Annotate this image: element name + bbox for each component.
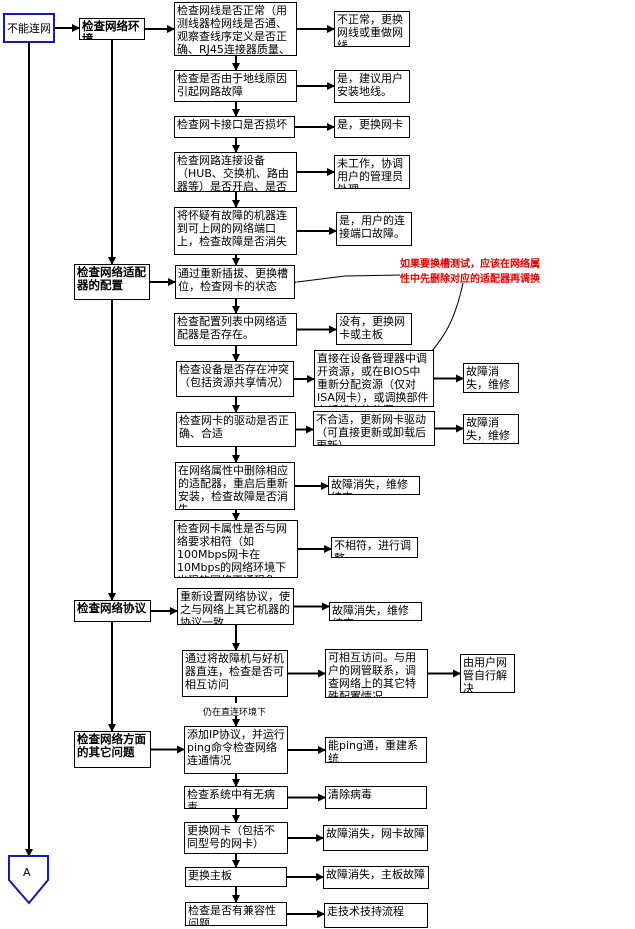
note-curve <box>431 282 464 352</box>
o5-box: 检查是否有兼容性问题 <box>185 902 287 926</box>
env-box: 检查网络环境 <box>79 18 145 40</box>
a4-box: 检查网卡的驱动是否正确、合适 <box>176 412 296 447</box>
c5-box: 将怀疑有故障的机器连到可上网的网络端口上，检查故障是否消失 <box>174 207 297 255</box>
note-pointer <box>289 274 401 286</box>
ar4-box: 不合适，更新网卡驱动（可直接更新或卸载后更新） <box>313 411 435 446</box>
start-box: 不能连网 <box>3 13 55 43</box>
adapter-box: 检查网络适配器的配置 <box>74 264 150 300</box>
r3-box: 是，更换网卡 <box>334 116 410 138</box>
r5-box: 是，用户的连接端口故障。 <box>336 212 412 246</box>
note-line-2: 性中先删除对应的适配器再调换 <box>400 274 540 285</box>
other-box: 检查网络方面的其它问题 <box>74 731 151 768</box>
or1-box: 能ping通，重建系统 <box>325 737 427 763</box>
or5-box: 走技术技持流程 <box>324 903 428 928</box>
end-connector-a <box>8 855 49 905</box>
ar2-box: 没有，更换网卡或主板 <box>336 313 412 345</box>
o4-box: 更换主板 <box>185 867 287 887</box>
pr1-box: 故障消失，维修结束 <box>329 602 422 621</box>
p2-box: 通过将故障机与好机器直连，检查是否可相互访问 <box>182 650 288 697</box>
condition-label: 仍在直连环境下 <box>203 708 267 718</box>
c2-box: 检查是否由于地线原因引起网路故障 <box>174 70 297 102</box>
ar4b-box: 故障消失，维修结束 <box>463 414 519 444</box>
note-annotation: 如果要换槽测试，应该在网络属 性中先删除对应的适配器再调换 <box>400 257 540 287</box>
pr2-box: 可相互访问。与用户的网管联系，调查网络上的其它特殊配置情况 <box>325 649 428 698</box>
a2-box: 检查配置列表中网络适配器是否存在。 <box>174 313 297 346</box>
end-connector-label: A <box>23 866 31 879</box>
or2-box: 清除病毒 <box>325 786 427 809</box>
protocol-box: 检查网络协议 <box>74 600 151 622</box>
r2-box: 是，建议用户安装地线。 <box>334 70 410 103</box>
note-line-1: 如果要换槽测试，应该在网络属 <box>400 259 540 270</box>
ar6-box: 不相符，进行调整 <box>331 537 418 558</box>
pr2b-box: 由用户网管自行解决 <box>460 654 515 693</box>
or4-box: 故障消失，主板故障 <box>323 866 429 889</box>
r4-box: 未工作，协调用户的管理员处理 <box>334 155 410 189</box>
or3-box: 故障消失，网卡故障 <box>323 825 428 851</box>
o1-box: 添加IP协议，并运行ping命令检查网络连通情况 <box>184 726 288 774</box>
p1-box: 重新设置网络协议，使之与网络上其它机器的协议一致 <box>177 588 294 625</box>
a6-box: 检查网卡属性是否与网络要求相符（如100Mbps网卡在10Mbps的网络环境下出… <box>174 520 298 578</box>
o3-box: 更换网卡（包括不同型号的网卡） <box>184 822 288 854</box>
a1-box: 通过重新插拔、更换槽位，检查网卡的状态 <box>175 265 295 299</box>
c4-box: 检查网路连接设备（HUB、交换机、路由器等）是否开启、是否已工作 <box>174 152 297 192</box>
a5-box: 在网络属性中删除相应的适配器，重启后重新安装，检查故障是否消失 <box>175 462 295 510</box>
ar5-box: 故障消失，维修结束 <box>328 476 420 495</box>
ar3-box: 直接在设备管理器中调开资源，或在BIOS中重新分配资源（仅对ISA网卡），或调换… <box>314 350 434 407</box>
r1-box: 不正常，更换网线或重做网线 <box>334 11 410 47</box>
c1-box: 检查网线是否正常（用测线器检网线是否通、观察查线序定义是否正确、RJ45连接器质… <box>174 2 297 56</box>
o2-box: 检查系统中有无病毒 <box>184 786 288 809</box>
a3-box: 检查设备是否存在冲突（包括资源共享情况） <box>176 361 294 397</box>
ar3b-box: 故障消失，维修结束 <box>463 363 519 393</box>
c3-box: 检查网卡接口是否损坏 <box>174 116 295 138</box>
